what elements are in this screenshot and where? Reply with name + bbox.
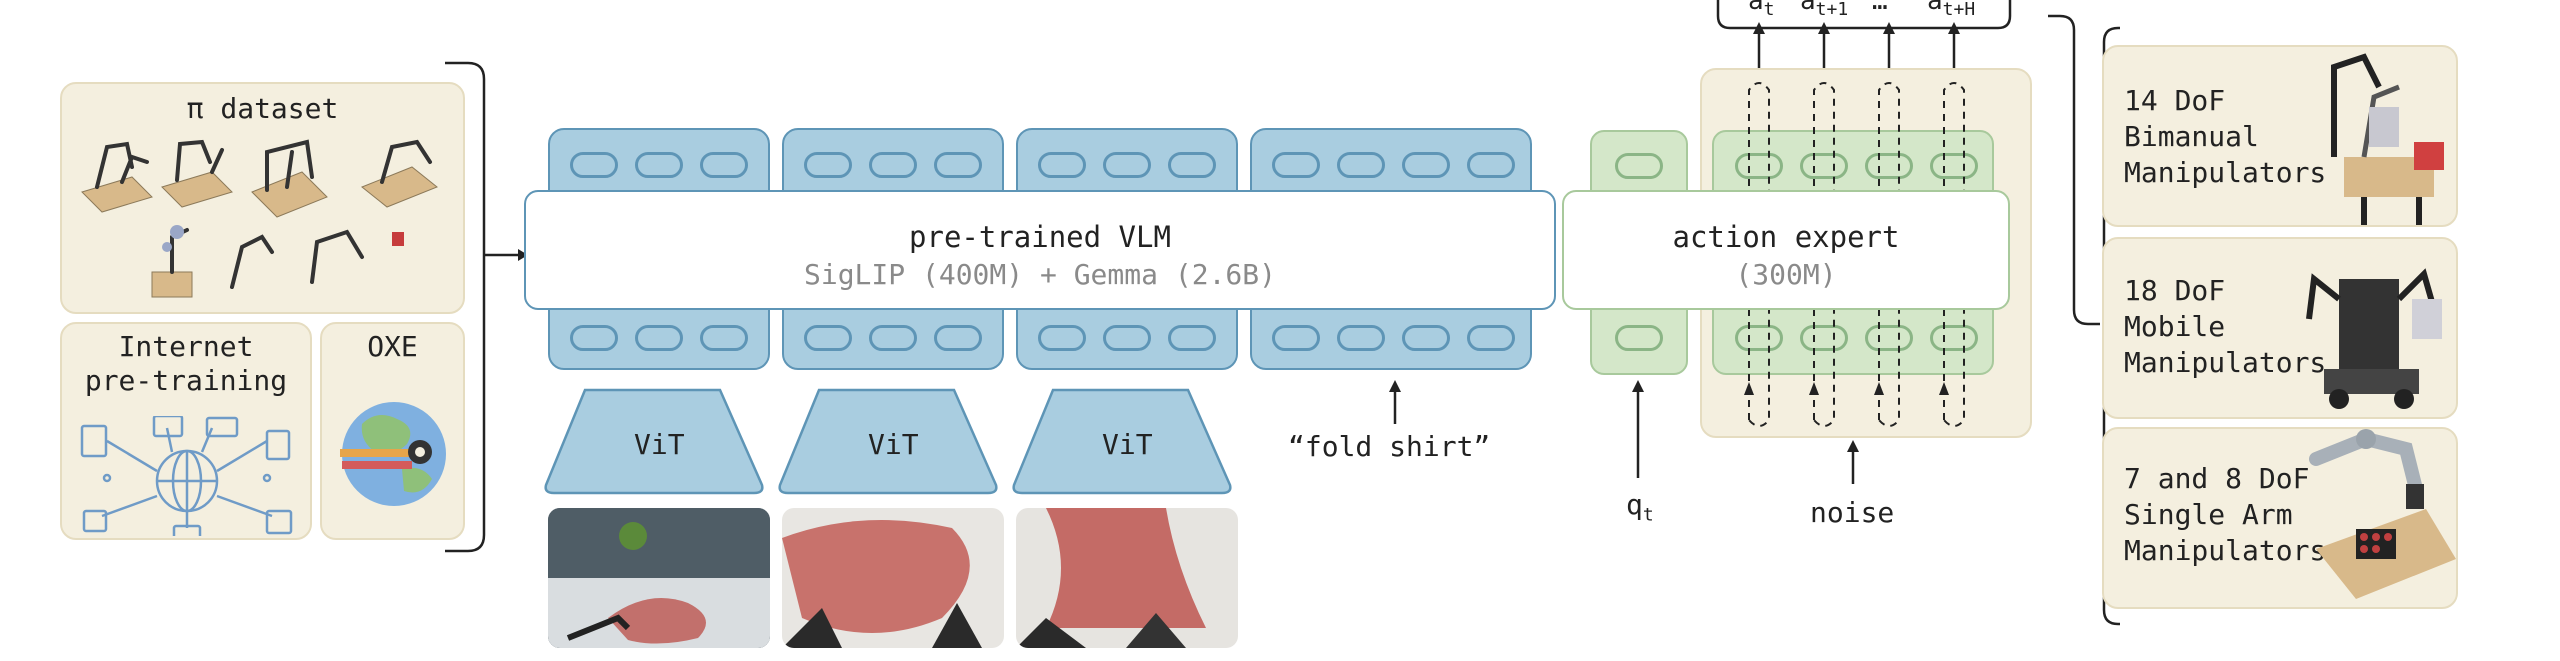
robot-label-bimanual: 14 DoF Bimanual Manipulators [2124, 84, 2327, 189]
vlm-title: pre-trained VLM [909, 220, 1171, 254]
token-pill [570, 325, 618, 351]
action-token-pill [1800, 153, 1848, 179]
state-arrow [1632, 380, 1644, 478]
token-pill [700, 325, 748, 351]
token-pill [570, 152, 618, 178]
state-token-pill [1615, 153, 1663, 179]
action-label-tH: at+H [1927, 0, 1976, 21]
prompt-text: “fold shirt” [1288, 430, 1491, 463]
token-pill [804, 152, 852, 178]
internet-title: Internet pre-training [84, 330, 288, 397]
token-pill [1103, 152, 1151, 178]
token-pill [1337, 152, 1385, 178]
pi-dataset-title: π dataset [186, 92, 339, 125]
token-pill [869, 152, 917, 178]
token-pill [1038, 325, 1086, 351]
token-pill [635, 325, 683, 351]
action-expert-subtitle: (300M) [1735, 258, 1837, 291]
vit-label-3: ViT [1102, 428, 1153, 461]
internet-panel: Internet pre-training [60, 322, 312, 540]
action-token-pill [1735, 325, 1783, 351]
action-token-pill [1930, 153, 1978, 179]
noise-label: noise [1810, 496, 1895, 529]
action-expert-title: action expert [1672, 220, 1900, 254]
robot-card-single-arm: 7 and 8 DoF Single Arm Manipulators [2102, 427, 2458, 609]
token-pill [1337, 325, 1385, 351]
prompt-arrow [1389, 380, 1401, 424]
globe-network-icon [80, 416, 293, 536]
vlm-subtitle: SigLIP (400M) + Gemma (2.6B) [803, 258, 1276, 291]
robot-card-bimanual: 14 DoF Bimanual Manipulators [2102, 45, 2458, 227]
camera-image-right-wrist [1016, 508, 1238, 648]
denoising-loops [1744, 82, 1965, 427]
pi-dataset-panel: π dataset [60, 82, 465, 314]
token-pill [869, 325, 917, 351]
vlm-box: pre-trained VLM SigLIP (400M) + Gemma (2… [524, 190, 1556, 310]
token-pill [1272, 325, 1320, 351]
action-label-t1: at+1 [1800, 0, 1849, 21]
action-token-pill [1865, 153, 1913, 179]
action-token-pill [1930, 325, 1978, 351]
camera-image-left-wrist [782, 508, 1004, 648]
action-label-ellipsis: … [1872, 0, 1888, 16]
mobile-robot-icon [2306, 268, 2442, 409]
token-pill [1168, 152, 1216, 178]
token-pill [635, 152, 683, 178]
actions-brace [1716, 0, 2012, 30]
token-pill [1168, 325, 1216, 351]
action-label-t: at [1748, 0, 1775, 21]
token-pill [1402, 325, 1450, 351]
oxe-panel: OXE [320, 322, 465, 540]
action-token-pill [1735, 153, 1783, 179]
token-pill [1402, 152, 1450, 178]
datasets-bracket [445, 61, 528, 553]
robot-label-mobile: 18 DoF Mobile Manipulators [2124, 274, 2327, 379]
token-pill [1272, 152, 1320, 178]
noise-arrow [1847, 440, 1859, 484]
token-pill [1103, 325, 1151, 351]
bimanual-robot-icon [2331, 53, 2444, 225]
robot-collage-icon [81, 139, 438, 298]
token-pill [1467, 152, 1515, 178]
single-arm-robot-icon [2309, 429, 2456, 599]
token-pill [804, 325, 852, 351]
state-label: qt [1626, 488, 1654, 526]
token-pill [700, 152, 748, 178]
vit-encoders [544, 388, 1232, 495]
token-pill [1038, 152, 1086, 178]
action-token-pill [1800, 325, 1848, 351]
oxe-title: OXE [367, 330, 418, 363]
token-pill [1467, 325, 1515, 351]
action-token-pill [1865, 325, 1913, 351]
vit-label-2: ViT [868, 428, 919, 461]
camera-image-base [548, 508, 770, 648]
robot-label-single-arm: 7 and 8 DoF Single Arm Manipulators [2124, 462, 2327, 567]
token-pill [934, 152, 982, 178]
robot-card-mobile: 18 DoF Mobile Manipulators [2102, 237, 2458, 419]
action-expert-box: action expert (300M) [1562, 190, 2010, 310]
globe-icon [340, 402, 446, 506]
token-pill [934, 325, 982, 351]
vit-label-1: ViT [634, 428, 685, 461]
state-token-pill [1615, 325, 1663, 351]
